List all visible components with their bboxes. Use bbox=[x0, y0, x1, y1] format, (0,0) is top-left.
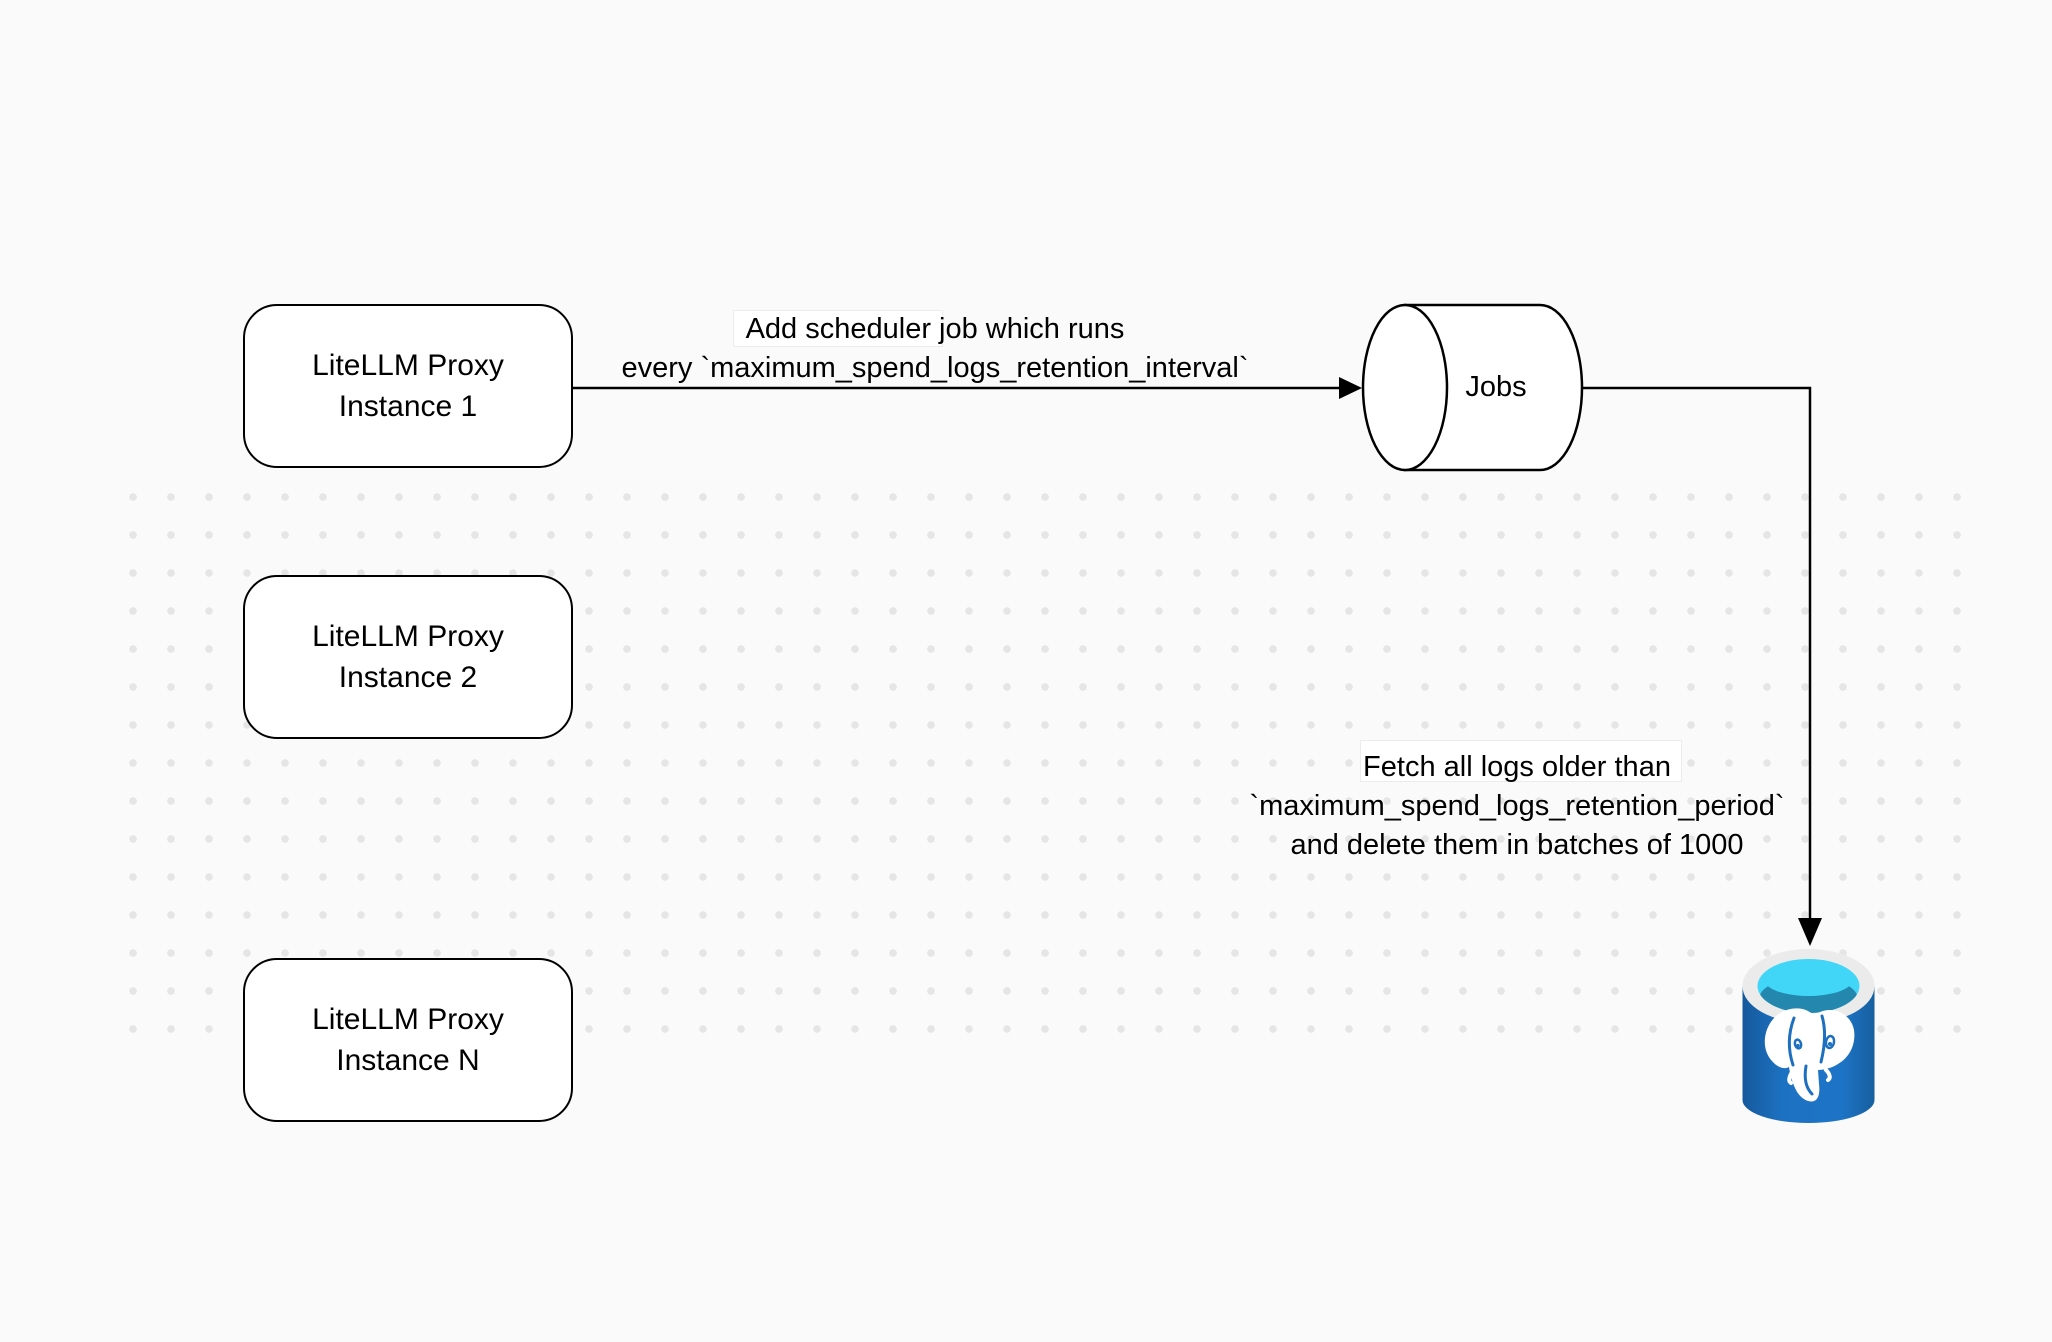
node-litellm-proxy-instance-1: LiteLLM Proxy Instance 1 bbox=[243, 304, 573, 468]
node-litellm-proxy-instance-n: LiteLLM Proxy Instance N bbox=[243, 958, 573, 1122]
edge-label-scheduler-job: Add scheduler job which runs every `maxi… bbox=[621, 313, 1249, 384]
edge-label-background bbox=[1360, 740, 1682, 782]
edge-label-background bbox=[733, 310, 943, 347]
node-litellm-proxy-instance-2: LiteLLM Proxy Instance 2 bbox=[243, 575, 573, 739]
edge-label-fetch-delete-logs: Fetch all logs older than `maximum_spend… bbox=[1249, 751, 1785, 861]
node-jobs-label: Jobs bbox=[1465, 371, 1527, 403]
arrowhead-right-icon bbox=[1339, 377, 1362, 399]
